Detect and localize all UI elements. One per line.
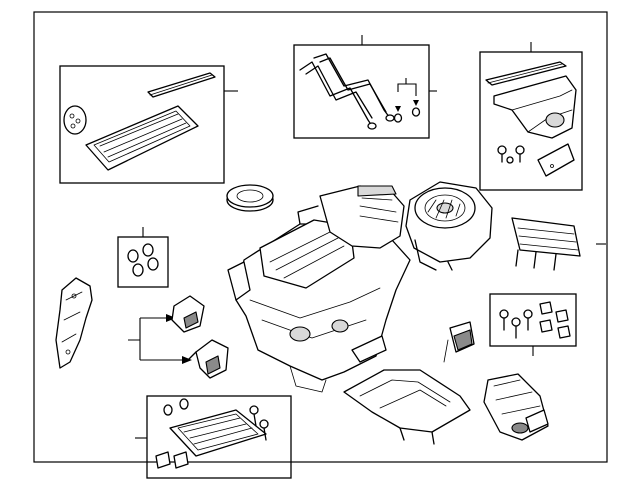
clip-bolt-kit-box[interactable] xyxy=(489,293,577,356)
cabin-air-filter xyxy=(85,105,199,171)
heater-core-kit-frame xyxy=(146,395,292,479)
hvac-housing[interactable] xyxy=(227,185,411,393)
cabin-filter-kit-box[interactable] xyxy=(59,65,238,184)
foam-seal-kit-box[interactable] xyxy=(117,227,169,288)
core-bolts xyxy=(249,405,269,441)
heater-hose-kit-frame xyxy=(293,44,430,139)
actuator-lower xyxy=(187,339,229,379)
temperature-sensor[interactable] xyxy=(443,321,475,363)
heater-hose-kit-box[interactable] xyxy=(293,35,437,139)
hose-o-rings xyxy=(393,78,421,123)
blower-gasket[interactable] xyxy=(226,184,274,212)
diagram-frame xyxy=(33,11,608,463)
heater-core xyxy=(169,409,267,457)
evaporator-core[interactable] xyxy=(511,217,606,271)
floor-duct-tray[interactable] xyxy=(343,369,471,445)
duct-housing xyxy=(493,75,577,139)
cabin-filter-kit-frame xyxy=(59,65,225,184)
blower-motor-assembly[interactable] xyxy=(405,181,493,271)
core-seals xyxy=(155,398,189,469)
heater-hoses xyxy=(299,53,395,130)
air-duct-strip xyxy=(485,61,567,86)
actuator-upper xyxy=(171,295,205,333)
air-duct-kit-box[interactable] xyxy=(479,42,583,191)
foam-seal-kit-frame xyxy=(117,236,169,288)
blower-case-lower[interactable] xyxy=(483,373,549,441)
mounting-bolts xyxy=(497,145,525,164)
filter-cover-strip xyxy=(147,72,216,98)
mode-door-actuators[interactable] xyxy=(128,295,229,379)
duct-seal xyxy=(537,143,575,177)
filter-clip xyxy=(63,105,87,135)
side-bracket[interactable] xyxy=(55,277,93,369)
heater-core-kit-box[interactable] xyxy=(135,395,292,479)
